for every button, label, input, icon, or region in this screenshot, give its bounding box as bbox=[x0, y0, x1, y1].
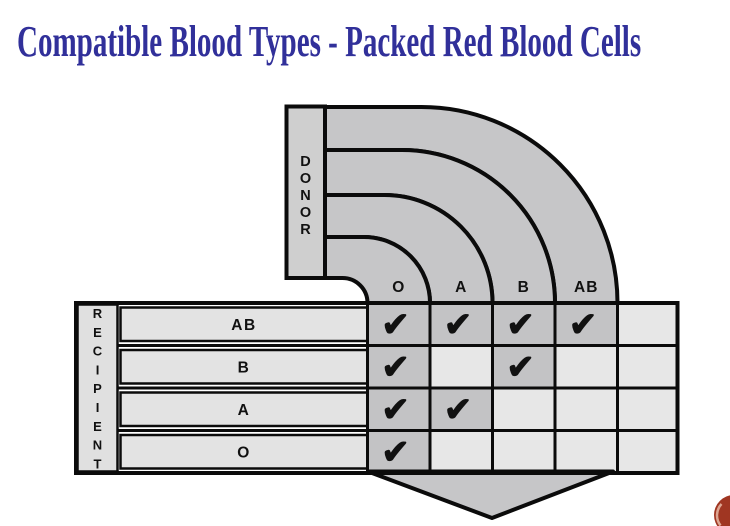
check-icon: ✔ bbox=[381, 349, 410, 387]
donor-column-header: O bbox=[392, 279, 405, 296]
recipient-label-letter: C bbox=[93, 344, 103, 359]
check-icon: ✔ bbox=[381, 434, 410, 472]
check-icon: ✔ bbox=[506, 349, 535, 387]
recipient-label-letter: P bbox=[93, 381, 102, 396]
recipient-label-letter: E bbox=[93, 419, 102, 434]
compat-cell-O-A bbox=[428, 429, 494, 475]
recipient-label-letter: N bbox=[93, 438, 102, 453]
recipient-row-label-box bbox=[119, 348, 369, 385]
check-icon: ✔ bbox=[381, 391, 410, 429]
page-title: Compatible Blood Types - Packed Red Bloo… bbox=[17, 17, 642, 66]
recipient-row-label: AB bbox=[231, 317, 256, 334]
compat-cell-B-A bbox=[428, 344, 494, 390]
down-arrow-icon bbox=[366, 469, 615, 520]
compat-cell-O-AB bbox=[553, 429, 619, 475]
recipient-label-letter: I bbox=[96, 400, 100, 415]
recipient-row-label: B bbox=[238, 359, 251, 376]
compatibility-grid: ✔ ✔ ✔ ✔ ✔ ✔ ✔ ✔ ✔ bbox=[366, 301, 679, 475]
donor-band-o bbox=[320, 235, 432, 305]
recipient-label-letter: T bbox=[94, 456, 102, 471]
check-icon: ✔ bbox=[381, 306, 410, 344]
compat-cell-AB-O bbox=[366, 301, 432, 347]
compat-cell-A-B bbox=[491, 386, 557, 432]
compat-cell-A-AB bbox=[553, 386, 619, 432]
recipient-row-label: O bbox=[237, 444, 251, 461]
compat-cell-O-blank bbox=[616, 429, 679, 475]
donor-label-letter: O bbox=[300, 205, 311, 221]
donor-label-letter: D bbox=[300, 154, 310, 170]
check-icon: ✔ bbox=[569, 306, 598, 344]
recipient-label-letter: R bbox=[93, 306, 103, 321]
table-border bbox=[74, 301, 680, 475]
recipient-row-label: A bbox=[238, 402, 251, 419]
check-icon: ✔ bbox=[444, 306, 473, 344]
compat-cell-A-A bbox=[428, 386, 494, 432]
recipient-row-label-box bbox=[119, 433, 369, 470]
check-icon: ✔ bbox=[444, 391, 473, 429]
donor-label-letter: N bbox=[300, 188, 310, 204]
red-sphere-icon bbox=[714, 495, 730, 526]
recipient-label-letter: I bbox=[96, 362, 100, 377]
donor-column-header: B bbox=[518, 279, 530, 296]
donor-column-header: AB bbox=[574, 279, 598, 296]
donor-column-header: A bbox=[455, 279, 467, 296]
recipient-row-label-box bbox=[119, 306, 369, 343]
donor-bar bbox=[284, 104, 327, 280]
donor-label-letter: R bbox=[300, 222, 311, 238]
compat-cell-B-blank bbox=[616, 344, 679, 390]
donor-label-letter: O bbox=[300, 171, 311, 187]
donor-bands bbox=[320, 105, 620, 305]
compat-cell-O-B bbox=[491, 429, 557, 475]
compat-cell-AB-blank bbox=[616, 301, 679, 347]
compat-cell-A-blank bbox=[616, 386, 679, 432]
check-icon: ✔ bbox=[506, 306, 535, 344]
recipient-row-labels: AB B A O bbox=[119, 306, 369, 470]
recipient-row-label-box bbox=[119, 391, 369, 428]
compat-cell-B-AB bbox=[553, 344, 619, 390]
recipient-label-letter: E bbox=[93, 325, 102, 340]
